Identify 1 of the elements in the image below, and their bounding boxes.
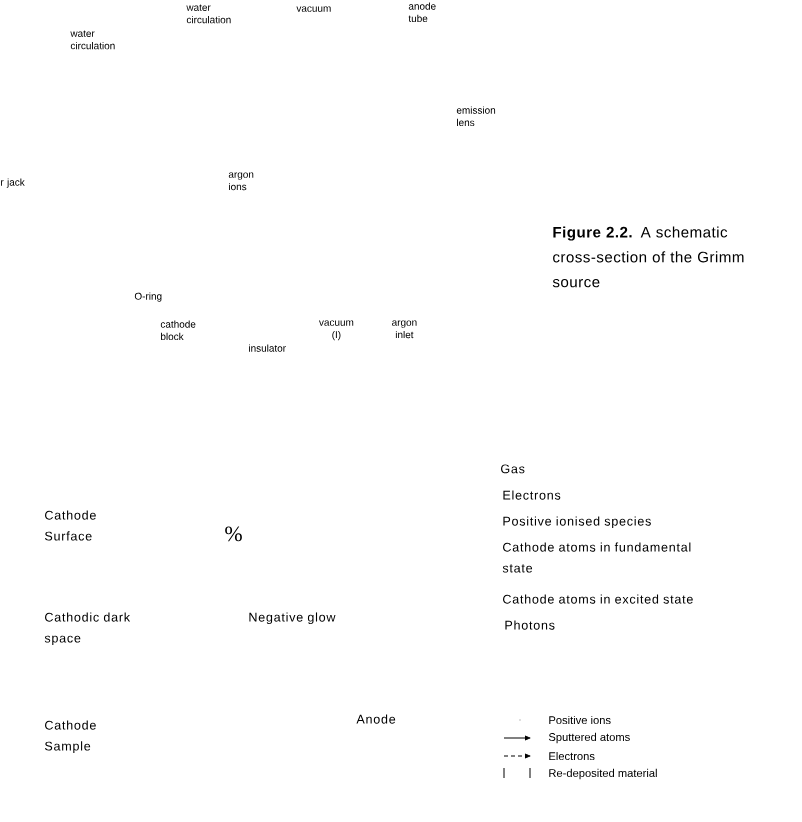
percent-sign: % [225, 526, 242, 542]
